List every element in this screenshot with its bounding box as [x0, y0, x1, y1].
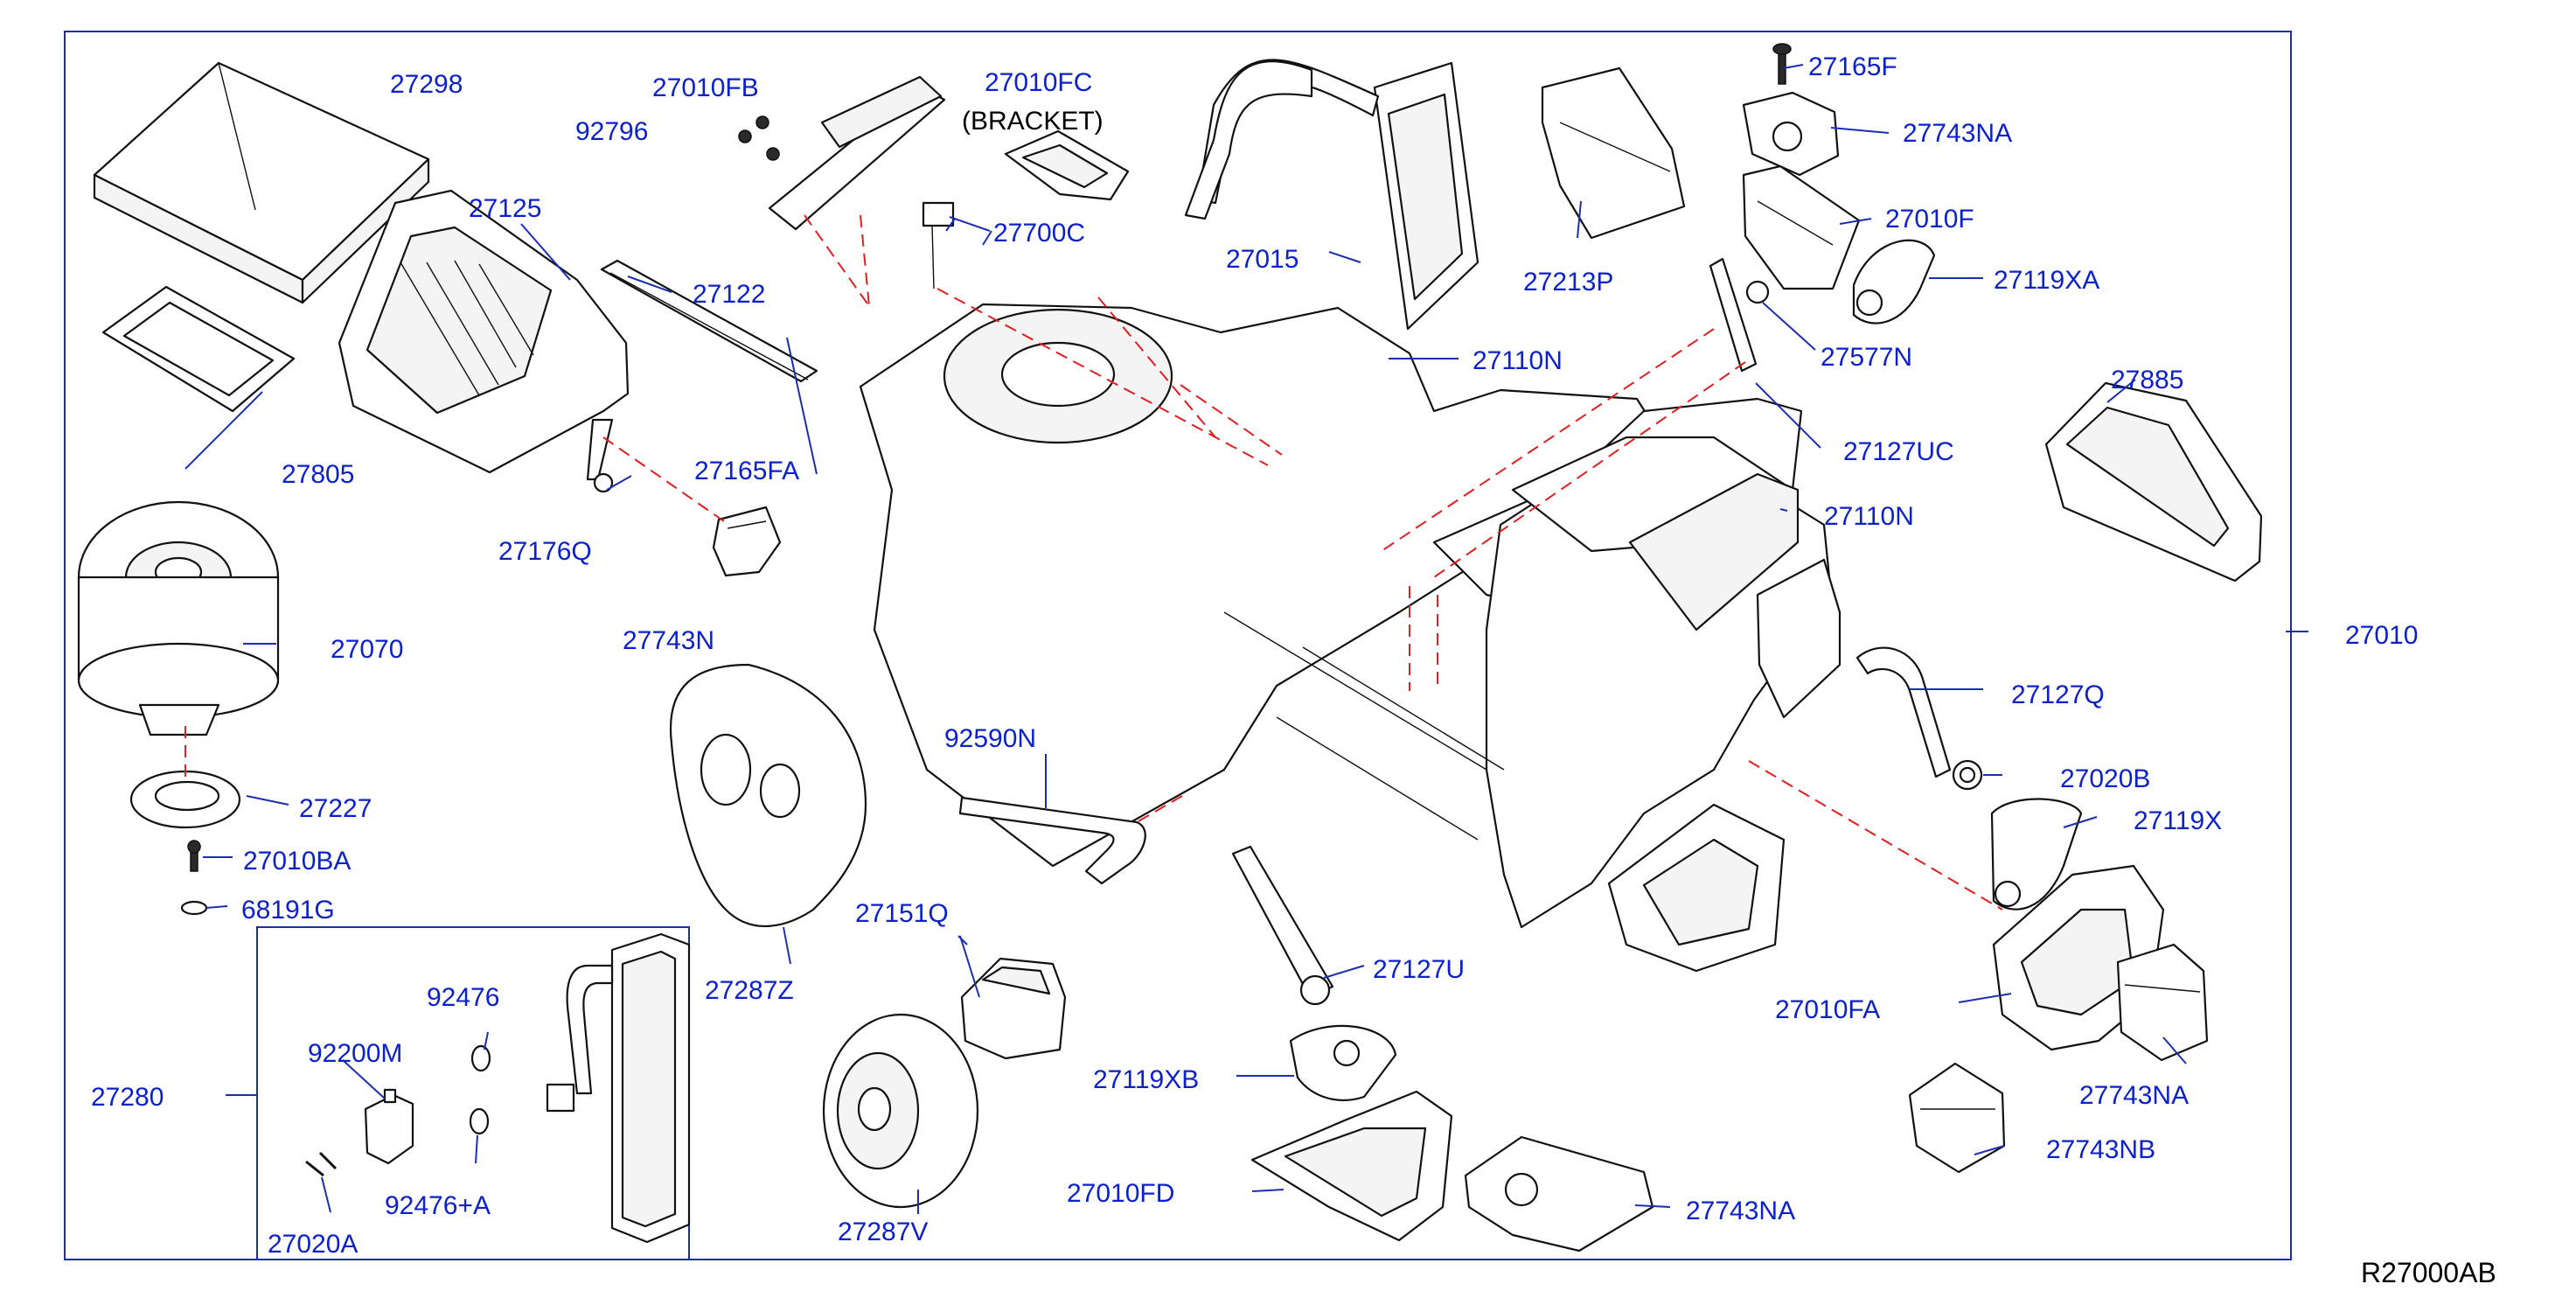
air-filter-drawing[interactable] [93, 61, 430, 304]
label-27743nb[interactable]: 27743NB [2046, 1135, 2155, 1164]
actuator-27743na-top-drawing[interactable] [1742, 91, 1840, 177]
label-27010fb[interactable]: 27010FB [652, 73, 759, 102]
link-27577n-drawing[interactable] [1745, 280, 1770, 304]
screw-27165f-drawing[interactable] [1772, 43, 1792, 85]
blower-housing-27287z-drawing[interactable] [669, 663, 867, 928]
label-27127uc[interactable]: 27127UC [1843, 437, 1954, 466]
diagram-reference-code: R27000AB [2361, 1257, 2496, 1288]
label-27010fa[interactable]: 27010FA [1775, 995, 1880, 1024]
label-92796[interactable]: 92796 [575, 117, 648, 146]
bracket-27010f-drawing[interactable] [1742, 164, 1861, 290]
label-92476[interactable]: 92476 [427, 983, 499, 1012]
valve-92200m-drawing[interactable] [364, 1088, 414, 1165]
label-27743na-top[interactable]: 27743NA [1903, 119, 2012, 148]
filter-frame-drawing[interactable] [101, 285, 296, 413]
bracket-27010fc-drawing[interactable] [1004, 129, 1130, 201]
actuator-27743nb-drawing[interactable] [1908, 1062, 2006, 1174]
label-27010f[interactable]: 27010F [1885, 205, 1974, 234]
label-27743n[interactable]: 27743N [623, 626, 714, 655]
blower-motor-drawing[interactable] [77, 500, 280, 736]
screws-92796-drawing[interactable] [738, 115, 780, 161]
label-27280[interactable]: 27280 [91, 1083, 164, 1112]
seal-strip-drawing[interactable] [600, 259, 818, 383]
label-27020a[interactable]: 27020A [268, 1230, 358, 1259]
label-27213p[interactable]: 27213P [1523, 268, 1613, 297]
label-27287z[interactable]: 27287Z [705, 976, 794, 1005]
evaporator-27280-drawing[interactable] [546, 932, 691, 1244]
resistor-27151q-drawing[interactable] [960, 957, 1067, 1060]
lever-27119xa-drawing[interactable] [1852, 239, 1936, 324]
label-27287v[interactable]: 27287V [838, 1218, 928, 1246]
intake-housing-drawing[interactable] [338, 189, 630, 474]
lever-27119xb-drawing[interactable] [1289, 1024, 1397, 1101]
lever-27119x-drawing[interactable] [1990, 798, 2083, 911]
label-27010fd[interactable]: 27010FD [1067, 1179, 1174, 1208]
ring-27020b-drawing[interactable] [1952, 759, 1983, 791]
label-27122[interactable]: 27122 [693, 280, 765, 309]
actuator-27743n-drawing[interactable] [712, 506, 782, 577]
label-27119x[interactable]: 27119X [2134, 806, 2222, 835]
heater-unit-27010-drawing[interactable] [859, 303, 1841, 973]
label-27227[interactable]: 27227 [299, 794, 372, 823]
label-68191g[interactable]: 68191G [241, 896, 335, 925]
sensor-27700c-drawing[interactable] [922, 201, 955, 290]
label-27010ba[interactable]: 27010BA [243, 847, 351, 876]
screws-27020a-drawing[interactable] [305, 1151, 338, 1177]
control-unit-drawing[interactable] [1541, 66, 1686, 240]
heater-core-drawing[interactable] [1184, 59, 1479, 331]
label-27805[interactable]: 27805 [282, 460, 354, 489]
leader-lines [184, 64, 2308, 1214]
seal-ring-drawing[interactable] [129, 770, 241, 829]
hose-92590n-drawing[interactable] [958, 796, 1146, 885]
label-92200m[interactable]: 92200M [308, 1039, 402, 1068]
label-27176q[interactable]: 27176Q [498, 537, 592, 566]
actuator-27743na-right-drawing[interactable] [2116, 943, 2209, 1062]
label-27577n[interactable]: 27577N [1821, 343, 1912, 372]
label-27885[interactable]: 27885 [2111, 366, 2183, 394]
pipe-27127q-drawing[interactable] [1855, 646, 1952, 778]
washer-68191g-drawing[interactable] [180, 900, 208, 916]
o-ring-92476a-drawing[interactable] [469, 1107, 490, 1135]
label-27010[interactable]: 27010 [2345, 621, 2418, 650]
actuator-27743na-bottom-drawing[interactable] [1464, 1135, 1654, 1253]
duct-27885-drawing[interactable] [2044, 381, 2263, 583]
label-27010fc[interactable]: 27010FC [985, 68, 1092, 97]
fan-27287v-drawing[interactable] [822, 1013, 979, 1209]
label-27015[interactable]: 27015 [1226, 245, 1298, 274]
bracket-27010fd-drawing[interactable] [1250, 1090, 1453, 1242]
screw-27010ba-drawing[interactable] [187, 840, 201, 872]
label-27119xb[interactable]: 27119XB [1093, 1065, 1199, 1094]
diagram-frame [64, 31, 2292, 1260]
label-27110n-a[interactable]: 27110N [1472, 346, 1563, 375]
label-27151q[interactable]: 27151Q [855, 899, 949, 928]
o-ring-92476-drawing[interactable] [470, 1044, 491, 1072]
label-27110n-b[interactable]: 27110N [1824, 502, 1914, 531]
label-27165fa[interactable]: 27165FA [694, 457, 799, 485]
label-27119xa[interactable]: 27119XA [1994, 266, 2099, 295]
label-92590n[interactable]: 92590N [944, 724, 1036, 753]
rod-27127uc-drawing[interactable] [1709, 257, 1758, 373]
label-27127q[interactable]: 27127Q [2011, 680, 2105, 709]
label-27125[interactable]: 27125 [469, 194, 541, 223]
rod-27127u-drawing[interactable] [1231, 845, 1334, 1006]
label-27127u[interactable]: 27127U [1373, 955, 1465, 984]
assembly-dashed-lines [184, 214, 2003, 911]
label-92476a[interactable]: 92476+A [385, 1191, 491, 1220]
label-27700c[interactable]: 27700C [993, 219, 1085, 248]
link-27176q-drawing[interactable] [586, 418, 614, 493]
label-27165f[interactable]: 27165F [1808, 52, 1897, 81]
label-27070[interactable]: 27070 [331, 635, 403, 664]
label-27020b[interactable]: 27020B [2060, 764, 2150, 793]
label-27298[interactable]: 27298 [390, 70, 463, 99]
bracket-27010fb-drawing[interactable] [768, 75, 946, 231]
label-27743na-bottom[interactable]: 27743NA [1686, 1197, 1795, 1225]
bracket-caption: (BRACKET) [962, 107, 1104, 136]
label-27743na-right[interactable]: 27743NA [2079, 1081, 2189, 1110]
